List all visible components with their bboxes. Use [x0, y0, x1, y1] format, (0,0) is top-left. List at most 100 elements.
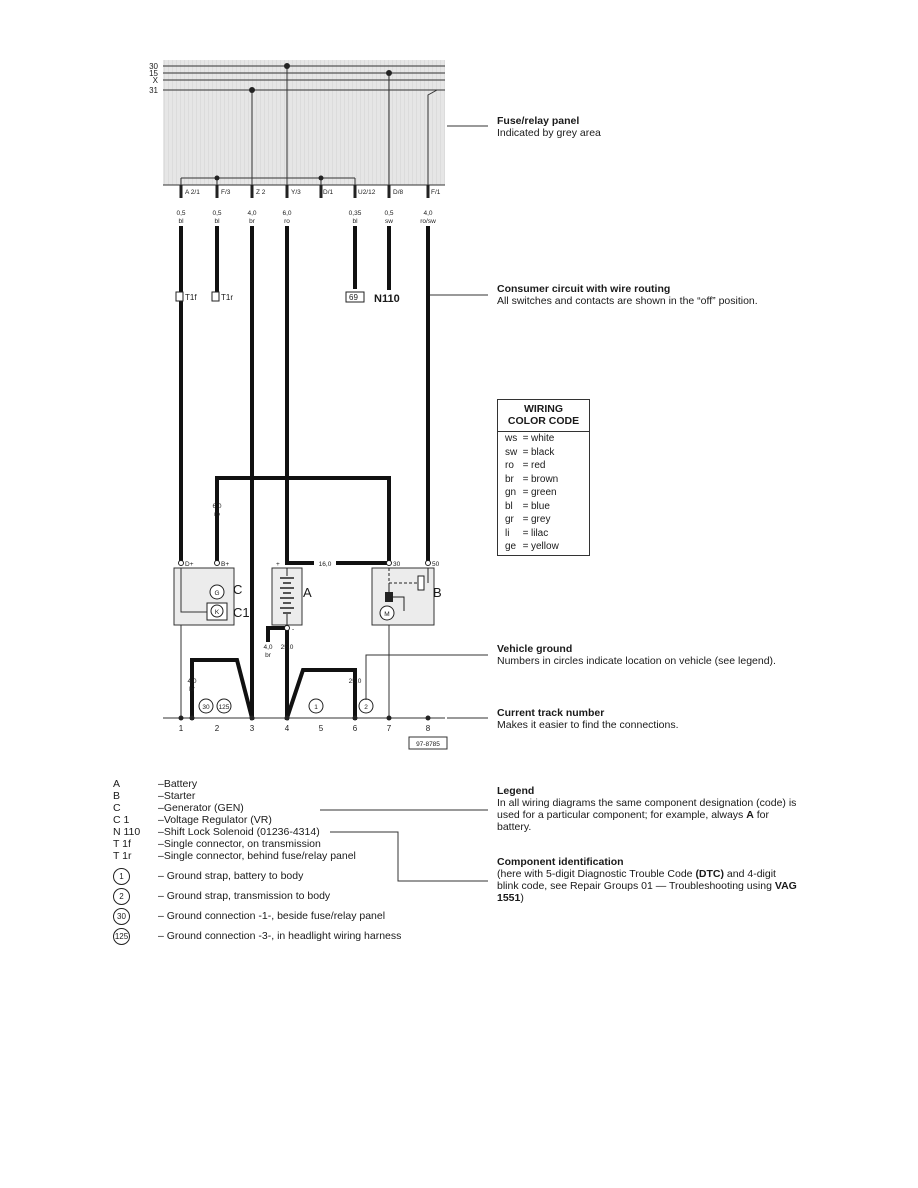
color-code-row: li=lilac: [505, 527, 549, 539]
wire-color: ro/sw: [420, 218, 436, 225]
wire-color: br: [189, 686, 196, 693]
ground-legend-item: 2– Ground strap, transmission to body: [113, 886, 401, 906]
ground-legend-item: 125– Ground connection -3-, in headlight…: [113, 926, 401, 946]
svg-text:D+: D+: [185, 561, 194, 568]
wire-size: 4,0: [247, 210, 256, 217]
main-wires: [179, 226, 430, 721]
color-code-row: ro=red: [505, 460, 546, 471]
wiring-color-code-table: WIRING COLOR CODE ws=white sw=black ro=r…: [497, 399, 590, 556]
wire-size: 4,0: [263, 644, 272, 651]
callout-heading: Current track number: [497, 707, 605, 719]
wire-vr-ground: [266, 626, 285, 642]
battery-component: A + -: [271, 561, 312, 633]
color-code-row: bl=blue: [505, 500, 550, 512]
callout-fuse-panel: Fuse/relay panel Indicated by grey area: [497, 115, 601, 139]
legend-item: N 110–Shift Lock Solenoid (01236-4314): [113, 826, 320, 838]
color-code-row: ge=yellow: [505, 541, 559, 552]
ground-legend-item: 1– Ground strap, battery to body: [113, 866, 401, 886]
legend-item: B–Starter: [113, 790, 196, 802]
svg-text:30: 30: [393, 561, 401, 568]
motor-symbol: [379, 605, 395, 621]
wire-color: br: [265, 652, 272, 659]
terminal-label: U2/12: [358, 189, 376, 196]
track-number: 2: [215, 724, 220, 733]
wire-size: 25,0: [281, 644, 294, 651]
voltage-regulator-label: C1: [233, 605, 250, 620]
connector-69: 69: [345, 291, 365, 303]
svg-text:69: 69: [349, 293, 358, 302]
callout-current-track: Current track number Makes it easier to …: [497, 707, 679, 731]
svg-text:+: +: [276, 561, 280, 568]
wire-color: bl: [352, 218, 358, 225]
wire-color: br: [249, 218, 256, 225]
terminal-label: Z 2: [256, 189, 266, 196]
wire-color: bl: [214, 218, 220, 225]
connector-t1f: T1f: [175, 291, 197, 302]
terminal-label: Y/3: [291, 189, 301, 196]
wire-size: 4,0: [187, 678, 196, 685]
track-number: 3: [250, 724, 255, 733]
wire-size: 0,35: [349, 210, 362, 217]
figure-number-box: [408, 736, 448, 750]
track-number: 5: [319, 724, 324, 733]
color-code-title: WIRING COLOR CODE: [498, 400, 589, 432]
callout-text: Makes it easier to find the connections.: [497, 719, 679, 731]
color-code-row: gr=grey: [505, 514, 551, 525]
color-code-row: gn=green: [505, 487, 557, 498]
callout-consumer-circuit: Consumer circuit with wire routing All s…: [497, 283, 758, 307]
callout-heading: Component identification: [497, 856, 624, 868]
legend-item: T 1f–Single connector, on transmission: [113, 838, 321, 850]
svg-text:125: 125: [219, 704, 230, 711]
legend-item: T 1r–Single connector, behind fuse/relay…: [113, 850, 356, 862]
generator-component: G K C C1 D+ B+: [173, 560, 250, 626]
svg-text:B+: B+: [221, 561, 229, 568]
wire-size: 0,5: [176, 210, 185, 217]
callout-vehicle-ground: Vehicle ground Numbers in circles indica…: [497, 643, 776, 667]
track-number: 8: [426, 724, 431, 733]
svg-text:T1f: T1f: [185, 293, 197, 302]
component-legend: A–Battery B–Starter C–Generator (GEN) C …: [113, 778, 356, 862]
legend-item: C 1–Voltage Regulator (VR): [113, 814, 272, 826]
color-code-row: br=brown: [505, 473, 559, 485]
svg-text:1: 1: [314, 704, 318, 711]
callout-legend: Legend In all wiring diagrams the same c…: [497, 785, 802, 833]
callout-heading: Consumer circuit with wire routing: [497, 283, 671, 295]
terminal-label: D/8: [393, 189, 404, 196]
svg-text:30: 30: [202, 704, 210, 711]
wire-color: ro: [214, 511, 220, 518]
ground-number-icon: 125: [113, 927, 130, 945]
callout-heading: Vehicle ground: [497, 643, 573, 655]
wire-size: 25,0: [349, 678, 362, 685]
ground-points: 30 125 1 2: [198, 698, 374, 714]
ground-number-icon: 1: [113, 867, 130, 885]
generator-symbol: [209, 584, 225, 600]
bus-label-15: 15: [149, 69, 158, 78]
panel-junction-dots: [214, 63, 392, 181]
bus-label-x: X: [153, 76, 159, 85]
svg-text:2: 2: [364, 704, 368, 711]
wire-color: bl: [178, 218, 184, 225]
starter-component: M B 30 50: [371, 560, 442, 626]
wire-size: 6,0: [282, 210, 291, 217]
callout-heading: Fuse/relay panel: [497, 115, 580, 127]
track-number: 6: [353, 724, 358, 733]
panel-internal-wiring: [180, 66, 438, 185]
legend-item: C–Generator (GEN): [113, 802, 244, 814]
svg-text:G: G: [214, 590, 219, 597]
wire-color: ro: [284, 218, 290, 225]
color-code-row: ws=white: [505, 433, 555, 444]
bus-label-30: 30: [149, 62, 158, 71]
panel-stubs: [179, 185, 430, 198]
wire-ground-strap-2: [284, 668, 357, 721]
track-number: 7: [387, 724, 392, 733]
callout-text: All switches and contacts are shown in t…: [497, 295, 758, 307]
track-number: 4: [285, 724, 290, 733]
starter-label: B: [433, 585, 442, 600]
wire-color: sw: [385, 218, 393, 225]
solenoid-n110-label: N110: [374, 293, 400, 305]
wire-specs: 0,5 bl 0,5 bl 4,0 br 6,0 ro 0,35 bl 0,5 …: [176, 210, 436, 225]
bus-lines: [163, 65, 445, 91]
wire-size: 4,0: [423, 210, 432, 217]
ground-number-icon: 30: [113, 907, 130, 925]
